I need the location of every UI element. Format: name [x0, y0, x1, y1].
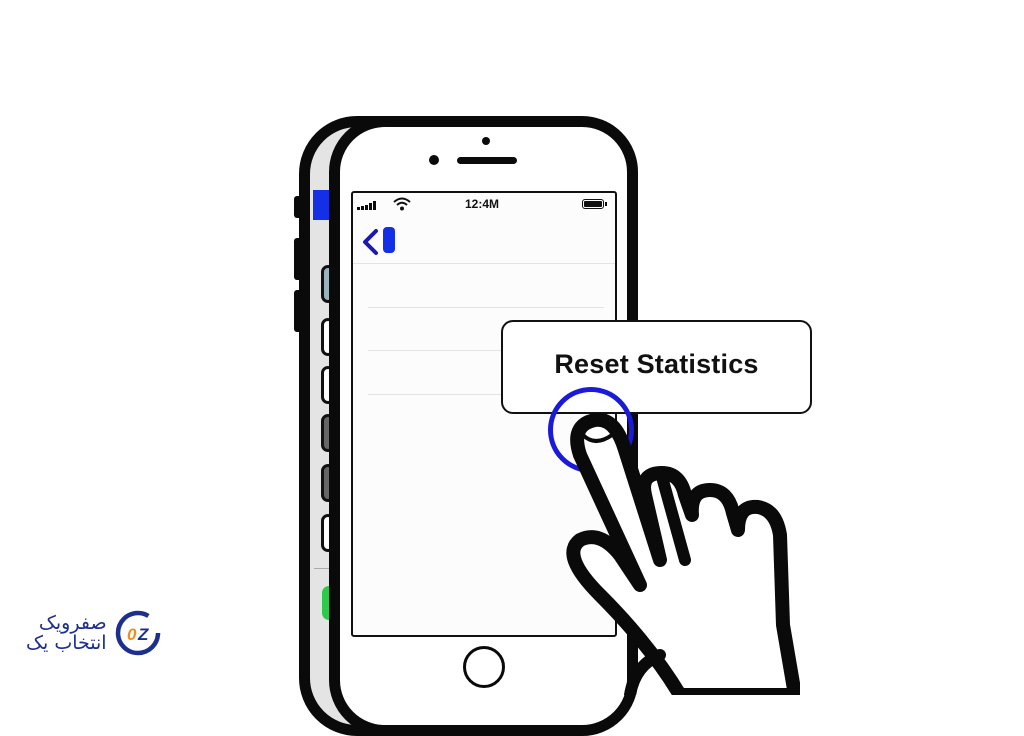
svg-text:0: 0	[127, 625, 137, 644]
wifi-icon	[393, 197, 411, 211]
nav-title-placeholder	[383, 227, 395, 253]
logo-line-2: انتخاب یک	[26, 632, 107, 654]
battery-tip	[605, 202, 607, 206]
status-time: 12:4M	[465, 197, 500, 211]
signal-bars-icon	[357, 200, 376, 210]
chevron-left-icon[interactable]	[360, 228, 380, 256]
brand-logo: صفرویک انتخاب یک 0 Z	[26, 610, 161, 656]
camera-dot-icon	[482, 137, 490, 145]
volume-up-button	[294, 238, 304, 280]
reset-statistics-button[interactable]: Reset Statistics	[501, 320, 812, 414]
list-row-divider	[368, 350, 604, 351]
list-row-divider	[368, 394, 604, 395]
sensor-dot-icon	[429, 155, 439, 165]
svg-text:Z: Z	[137, 625, 149, 644]
home-button[interactable]	[463, 646, 505, 688]
volume-down-button	[294, 290, 304, 332]
divider	[314, 568, 336, 569]
pointing-hand-icon	[566, 412, 800, 695]
logo-mark-icon: 0 Z	[115, 610, 160, 656]
reset-statistics-label: Reset Statistics	[554, 348, 759, 379]
battery-icon	[582, 199, 604, 209]
mute-switch	[294, 196, 304, 218]
list-row-divider	[368, 307, 604, 308]
earpiece-speaker	[457, 157, 517, 164]
logo-line-1: صفرویک	[38, 612, 107, 634]
list-row-divider	[353, 263, 615, 264]
